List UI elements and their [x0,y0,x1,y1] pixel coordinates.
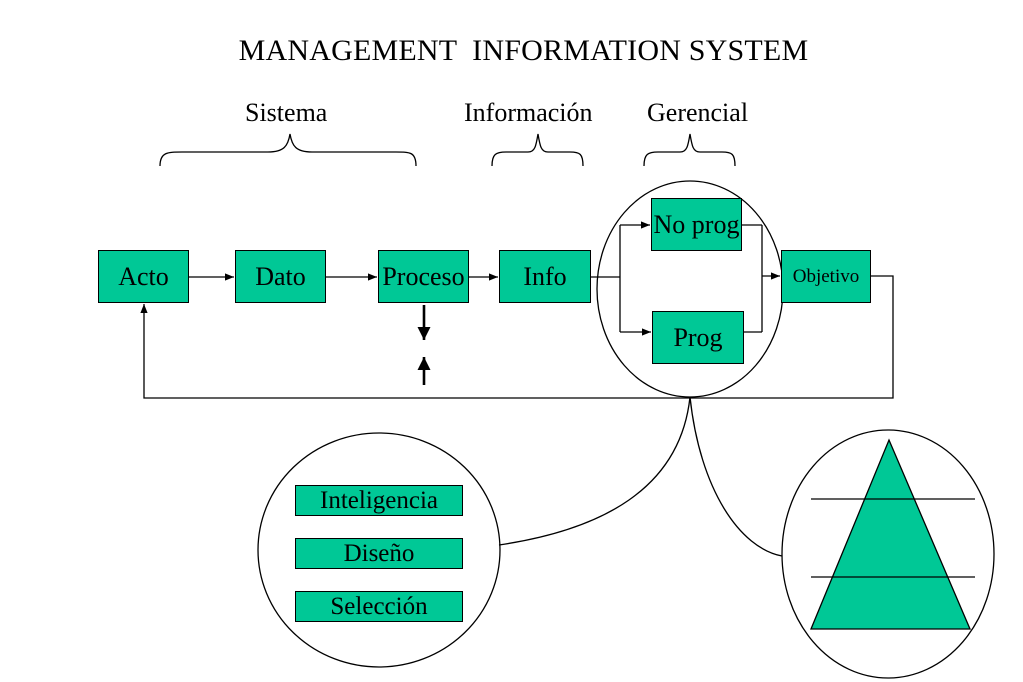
pyramid-circle [781,429,995,679]
management-pyramid [810,438,971,630]
label-sistema: Sistema [245,98,328,127]
brace-informacion [491,133,584,167]
phase-seleccion: Selección [295,591,463,622]
brace-gerencial [643,133,736,167]
label-gerencial: Gerencial [647,98,749,127]
label-informacion: Información [464,98,593,127]
node-dato: Dato [235,250,326,303]
node-proceso: Proceso [378,250,469,303]
node-info: Info [499,250,591,303]
phases-circle [257,432,501,668]
diagram-title: MANAGEMENT INFORMATION SYSTEM [238,34,809,67]
node-objetivo: Objetivo [781,250,871,303]
phase-diseno: Diseño [295,538,463,569]
node-prog: Prog [652,311,744,364]
node-acto: Acto [98,250,189,303]
phase-inteligencia: Inteligencia [295,485,463,516]
brace-sistema [159,133,417,167]
node-no-prog: No prog [651,198,742,251]
